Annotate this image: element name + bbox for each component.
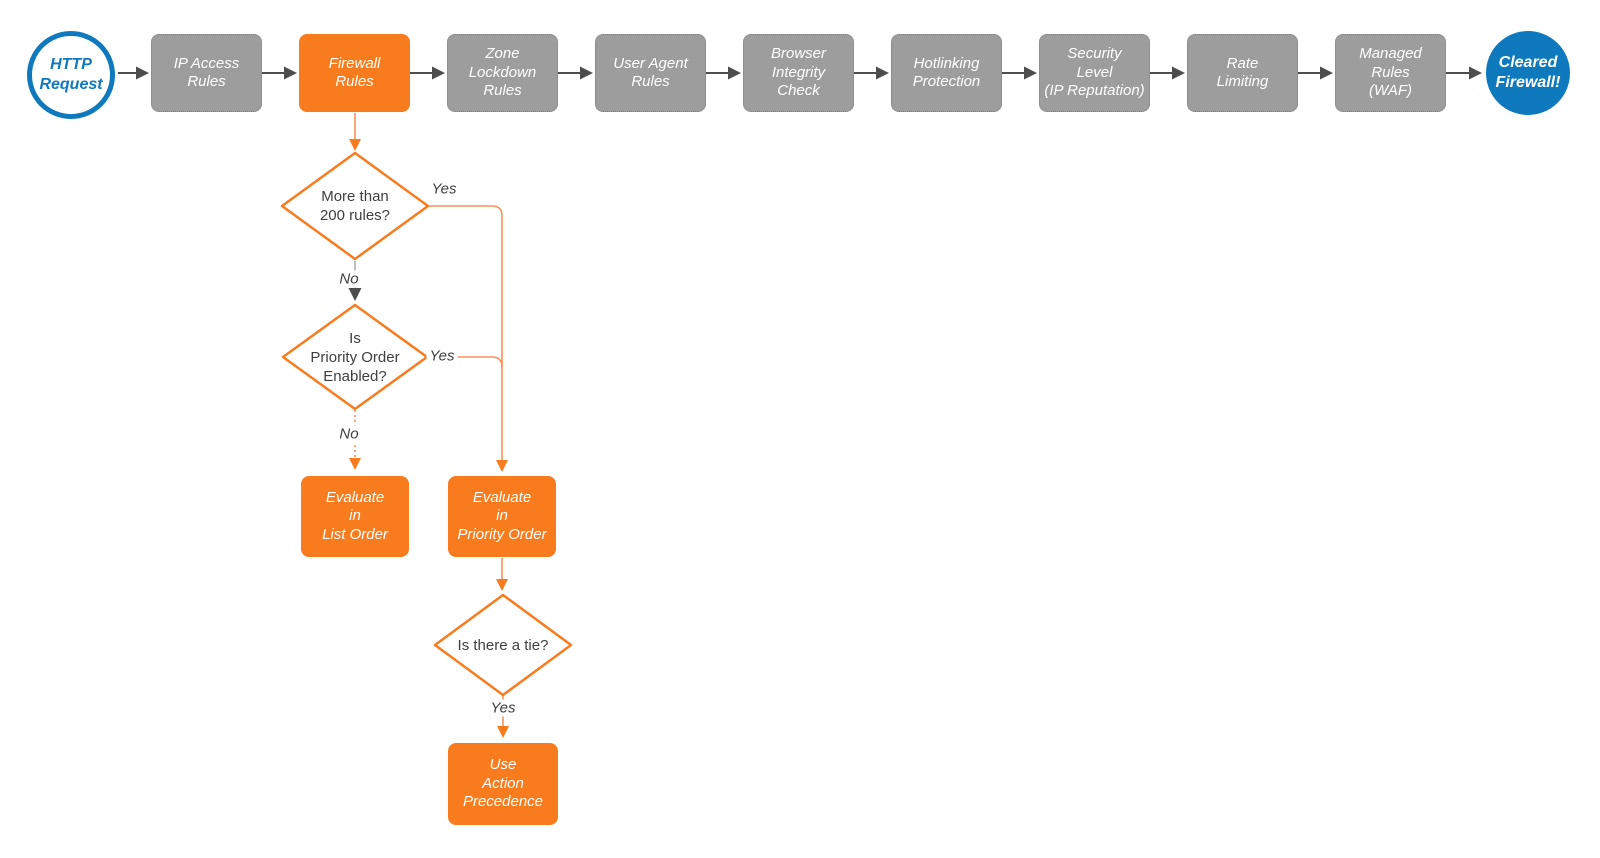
label-line: Rules (483, 82, 522, 100)
decision-more-than-200-rules (280, 151, 430, 261)
label-line: (IP Reputation) (1044, 82, 1145, 100)
edge-label-edge-rules-count-yes: Yes (428, 180, 460, 198)
label-line: Integrity (771, 63, 826, 81)
label-line: Priority Order (457, 525, 547, 543)
label-line: Action (482, 774, 524, 792)
label-line: Firewall (328, 54, 381, 72)
label-line: Lockdown (468, 63, 537, 81)
label-line: Protection (912, 73, 981, 90)
label-line: Is there a tie? (457, 636, 549, 654)
decision-is-there-a-tie (433, 593, 573, 697)
label-line: Is (349, 329, 361, 347)
label-line: Rules (1371, 63, 1410, 81)
terminal-http-request: HTTP Request (27, 31, 115, 119)
label-line: Level (1076, 63, 1113, 81)
decision-label-is-there-a-tie: Is there a tie? (435, 595, 571, 695)
label-line: Cleared (1498, 54, 1558, 71)
label-line: Hotlinking (913, 54, 980, 72)
label-line: Evaluate (325, 488, 385, 506)
edge-rules-count-yes (428, 205, 508, 472)
label-line: Request (39, 76, 103, 93)
label-line: Check (777, 82, 820, 100)
label-line: Zone (485, 45, 520, 63)
edge-label-edge-tie-yes: Yes (487, 699, 519, 717)
edge-label-edge-priority-enabled-yes: Yes (426, 347, 458, 365)
label-line: Security (1067, 45, 1122, 63)
label-line: Priority Order (310, 348, 400, 366)
label-line: in (349, 507, 361, 525)
label-line: Enabled? (323, 367, 387, 385)
label-line: List Order (322, 525, 388, 543)
label-line: IP Access (173, 54, 240, 72)
label-line: Limiting (1216, 73, 1269, 90)
label-line: Precedence (462, 793, 544, 811)
label-line: Browser (770, 45, 826, 63)
decision-label-more-than-200-rules: More than 200 rules? (282, 153, 428, 259)
edge-priority-enabled-yes (428, 356, 503, 368)
label-line: Rules (631, 73, 670, 90)
label-line: Rate (1226, 54, 1259, 72)
edge-label-edge-rules-count-no: No (336, 270, 362, 288)
label-line: (WAF) (1368, 82, 1413, 100)
label-line: Use (489, 756, 517, 774)
edge-label-edge-priority-enabled-no: No (336, 425, 362, 443)
label-line: 200 rules? (319, 207, 391, 224)
label-line: HTTP (50, 56, 92, 73)
label-line: Managed (1359, 45, 1422, 63)
label-line: Rules (335, 73, 374, 90)
label-line: Firewall! (1495, 74, 1561, 91)
label-line: in (496, 507, 508, 525)
label-line: User Agent (613, 54, 688, 72)
label-line: Rules (187, 73, 226, 90)
label-line: Evaluate (472, 488, 532, 506)
decision-priority-order-enabled (281, 303, 429, 411)
label-line: More than (321, 188, 389, 205)
